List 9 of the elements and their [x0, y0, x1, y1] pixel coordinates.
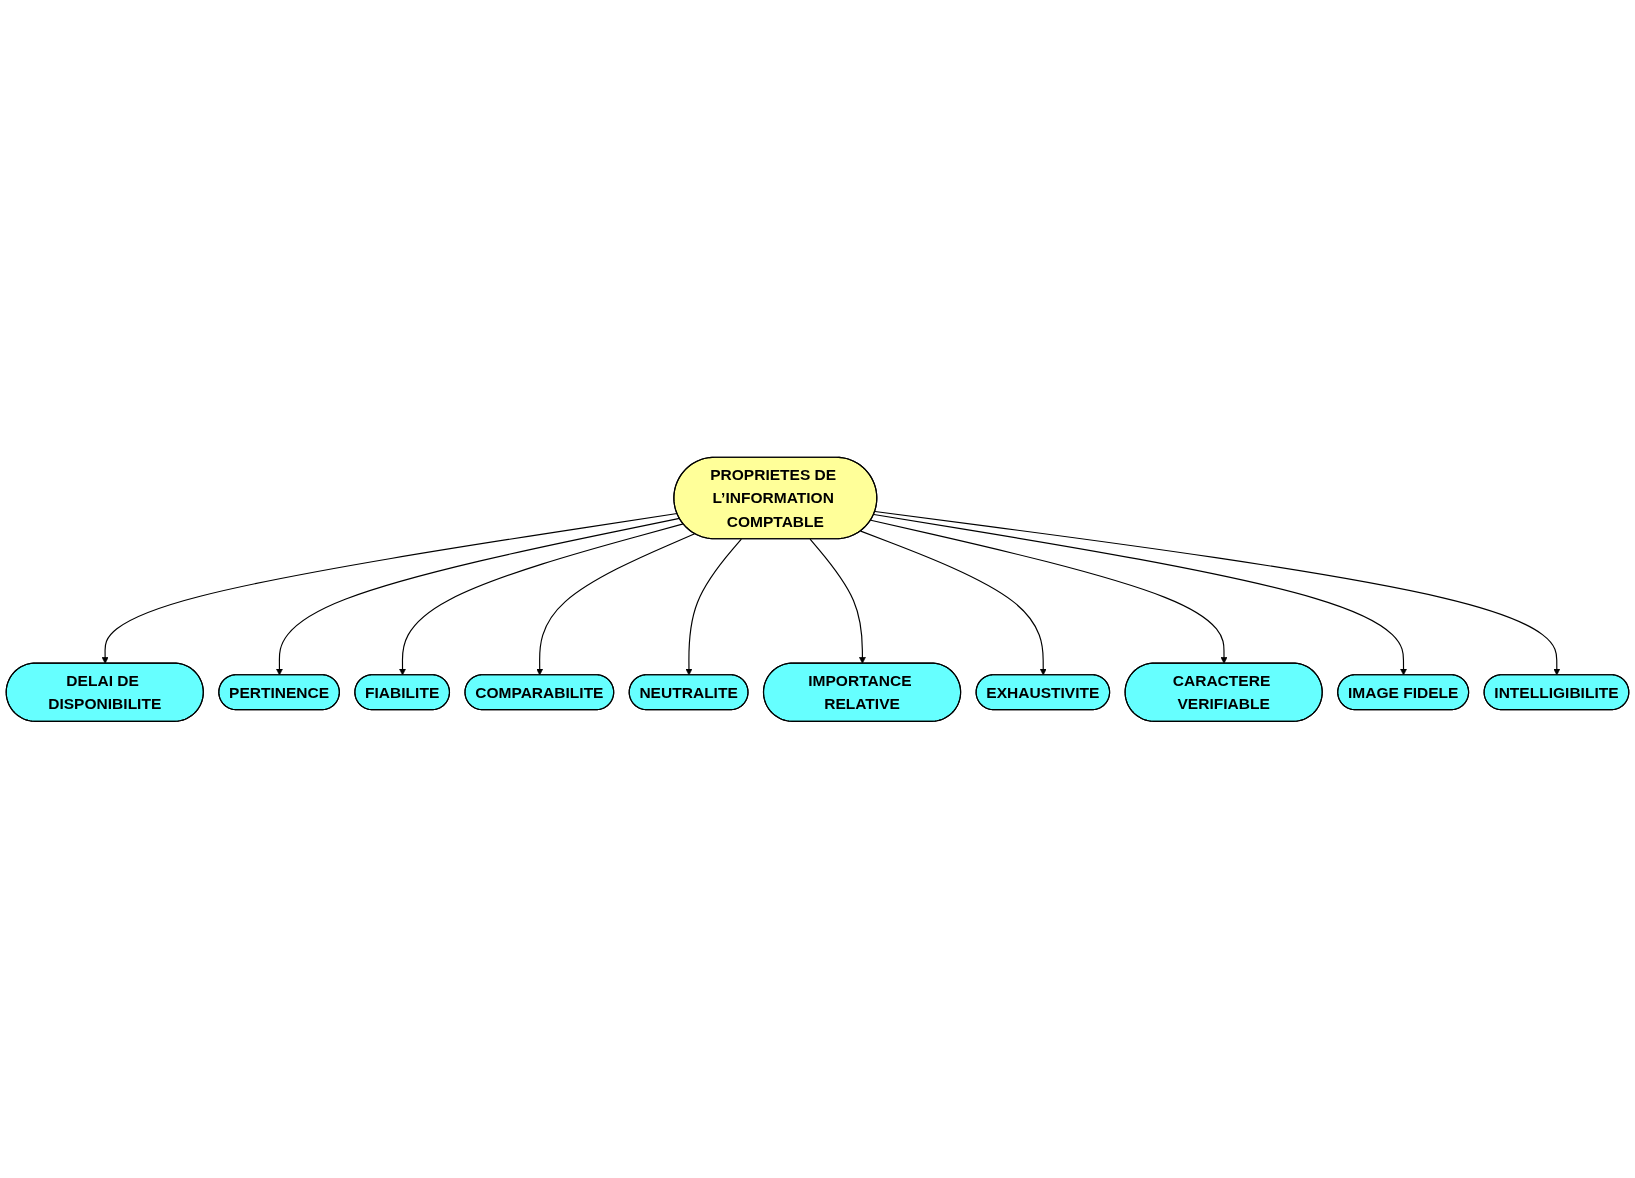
arrow: [809, 538, 866, 664]
arrow: [399, 523, 684, 676]
arrow: [874, 510, 1561, 676]
arrow: [870, 519, 1228, 664]
arrow: [101, 512, 678, 664]
arrow: [536, 532, 696, 676]
arrow: [873, 513, 1407, 676]
arrow: [860, 530, 1047, 676]
arrow: [685, 538, 742, 676]
